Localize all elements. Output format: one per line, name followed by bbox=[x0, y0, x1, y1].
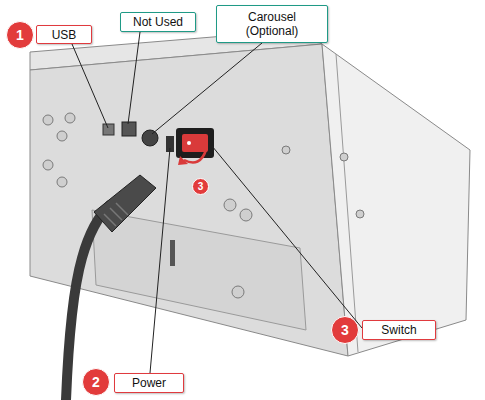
callout-box: Power bbox=[114, 373, 184, 393]
screw bbox=[340, 153, 348, 161]
callout-box: Carousel (Optional) bbox=[216, 5, 328, 43]
callout-circle-shape bbox=[7, 22, 34, 49]
screw bbox=[57, 131, 67, 141]
callout-box: Not Used bbox=[120, 12, 196, 32]
power-cord bbox=[66, 205, 110, 400]
rib bbox=[110, 208, 122, 220]
screw bbox=[282, 146, 290, 154]
power-plug bbox=[94, 175, 156, 232]
callout-number-text: 1 bbox=[16, 27, 24, 43]
callout-number-text: 2 bbox=[92, 374, 100, 390]
screw bbox=[65, 113, 75, 123]
leader-lines bbox=[72, 32, 362, 373]
part-label: Not Used bbox=[133, 15, 183, 29]
callout-circle-shape bbox=[193, 179, 209, 195]
callout-number-text: 3 bbox=[198, 181, 204, 192]
screw bbox=[43, 160, 53, 170]
callout-number: 2 bbox=[82, 368, 110, 396]
callout-circle-shape bbox=[83, 369, 110, 396]
screw bbox=[43, 115, 53, 125]
switch-rocker bbox=[182, 134, 208, 152]
switch-mark bbox=[187, 141, 191, 145]
part-label: Carousel (Optional) bbox=[233, 10, 311, 38]
callout-box: Switch bbox=[362, 320, 436, 340]
side-panel bbox=[322, 44, 470, 356]
leader-line bbox=[150, 148, 170, 373]
callout-number: 3 bbox=[192, 178, 209, 195]
unused-port bbox=[122, 122, 136, 136]
toggle-arrowhead bbox=[178, 156, 188, 165]
leader-line bbox=[72, 44, 108, 128]
callout-number: 3 bbox=[331, 316, 359, 344]
toggle-arrow bbox=[184, 150, 206, 162]
rib bbox=[116, 203, 128, 215]
callout-number: 1 bbox=[6, 21, 34, 49]
callout-number-text: 3 bbox=[341, 322, 349, 338]
screw bbox=[232, 286, 244, 298]
part-label: USB bbox=[52, 28, 77, 42]
panel-edge bbox=[336, 54, 358, 352]
rib bbox=[104, 214, 116, 226]
rocker-switch bbox=[176, 128, 214, 158]
leader-line bbox=[128, 32, 140, 124]
slot bbox=[170, 240, 175, 266]
screw bbox=[224, 199, 236, 211]
lower-plate bbox=[92, 210, 306, 330]
usb-port bbox=[103, 124, 114, 135]
screws bbox=[43, 113, 364, 298]
callout-box: USB bbox=[36, 25, 92, 44]
screw bbox=[240, 209, 252, 221]
part-label: Switch bbox=[381, 323, 416, 337]
leader-line bbox=[152, 43, 262, 134]
screw bbox=[57, 177, 67, 187]
part-label: Power bbox=[132, 376, 166, 390]
carousel-port bbox=[142, 130, 158, 146]
callout-circle-shape bbox=[332, 317, 359, 344]
screw bbox=[356, 210, 364, 218]
back-panel bbox=[30, 44, 348, 356]
plug-ribs bbox=[104, 203, 128, 226]
leader-line bbox=[212, 146, 362, 328]
